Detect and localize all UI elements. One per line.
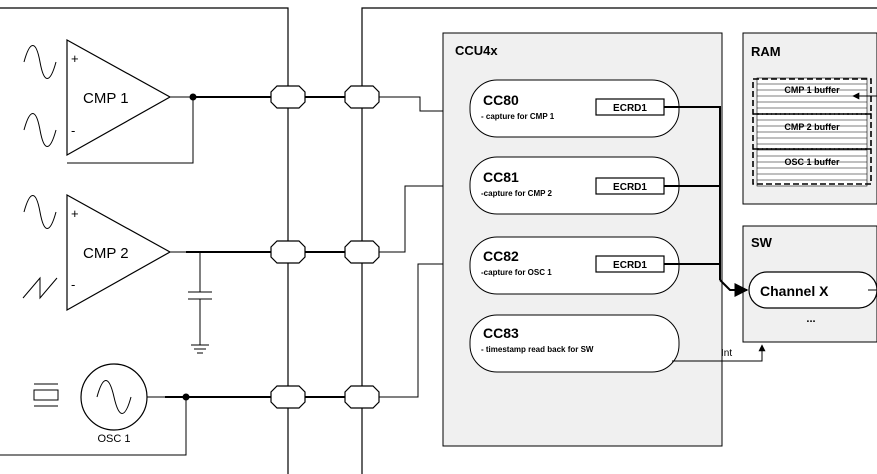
slice-cc83-desc: - timestamp read back for SW (481, 345, 594, 354)
left-frame (0, 7, 289, 474)
slice-cc82-ecrd: ECRD1 (613, 260, 647, 271)
slice-cc83: CC83 - timestamp read back for SW (469, 314, 680, 373)
slice-cc80: CC80 - capture for CMP 1 ECRD1 (469, 79, 680, 138)
slice-cc80-name: CC80 (483, 92, 519, 108)
bus-connectors (270, 85, 380, 409)
ram-memory-grid (756, 77, 868, 187)
slice-cc81-desc: -capture for CMP 2 (481, 189, 553, 198)
interconnect-bus (165, 96, 362, 398)
osc1-buffer-label: OSC 1 buffer (784, 157, 840, 167)
cmp1-plus: + (71, 51, 79, 66)
slice-cc82: CC82 -capture for OSC 1 ECRD1 (469, 236, 680, 295)
sw-ellipsis: ... (806, 313, 815, 325)
slice-cc81: CC81 -capture for CMP 2 ECRD1 (469, 156, 680, 215)
cmp2-comparator: + - CMP 2 (22, 193, 186, 312)
ccu4x-title: CCU4x (455, 43, 498, 58)
sw-block: SW Channel X ... (742, 225, 877, 343)
slice-cc80-ecrd: ECRD1 (613, 103, 647, 114)
crystal-icon (33, 383, 59, 407)
cmp1-minus: - (71, 123, 75, 138)
right-frame (361, 7, 877, 474)
interrupt-label: Int (721, 348, 732, 359)
sw-channel-label: Channel X (760, 283, 829, 299)
slice-cc81-ecrd: ECRD1 (613, 182, 647, 193)
osc1-oscillator: OSC 1 (0, 363, 190, 456)
slice-cc83-name: CC83 (483, 325, 519, 341)
cmp1-buffer-label: CMP 1 buffer (784, 85, 840, 95)
channel-to-ram-wires (852, 92, 877, 291)
cmp2-plus: + (71, 206, 79, 221)
slice-cc82-name: CC82 (483, 248, 519, 264)
slice-cc82-desc: -capture for OSC 1 (481, 268, 552, 277)
ecrd-to-channel-wires (664, 106, 749, 297)
slice-cc80-desc: - capture for CMP 1 (481, 112, 555, 121)
capacitor-to-ground (188, 252, 212, 354)
cmp1-label: CMP 1 (83, 90, 129, 107)
cmp2-label: CMP 2 (83, 245, 129, 262)
cmp1-comparator: + - CMP 1 (23, 38, 197, 164)
cmp2-minus: - (71, 277, 75, 292)
cmp2-buffer-label: CMP 2 buffer (784, 122, 840, 132)
interrupt-wire (672, 344, 766, 362)
osc1-label: OSC 1 (97, 433, 130, 445)
ram-title: RAM (751, 44, 781, 59)
sw-title: SW (751, 235, 773, 250)
ccu4x-block: CCU4x CC80 - capture for CMP 1 ECRD1 CC8… (442, 32, 723, 447)
slice-cc81-name: CC81 (483, 169, 519, 185)
ram-block: RAM CMP 1 buffer CMP 2 bu (742, 32, 877, 205)
